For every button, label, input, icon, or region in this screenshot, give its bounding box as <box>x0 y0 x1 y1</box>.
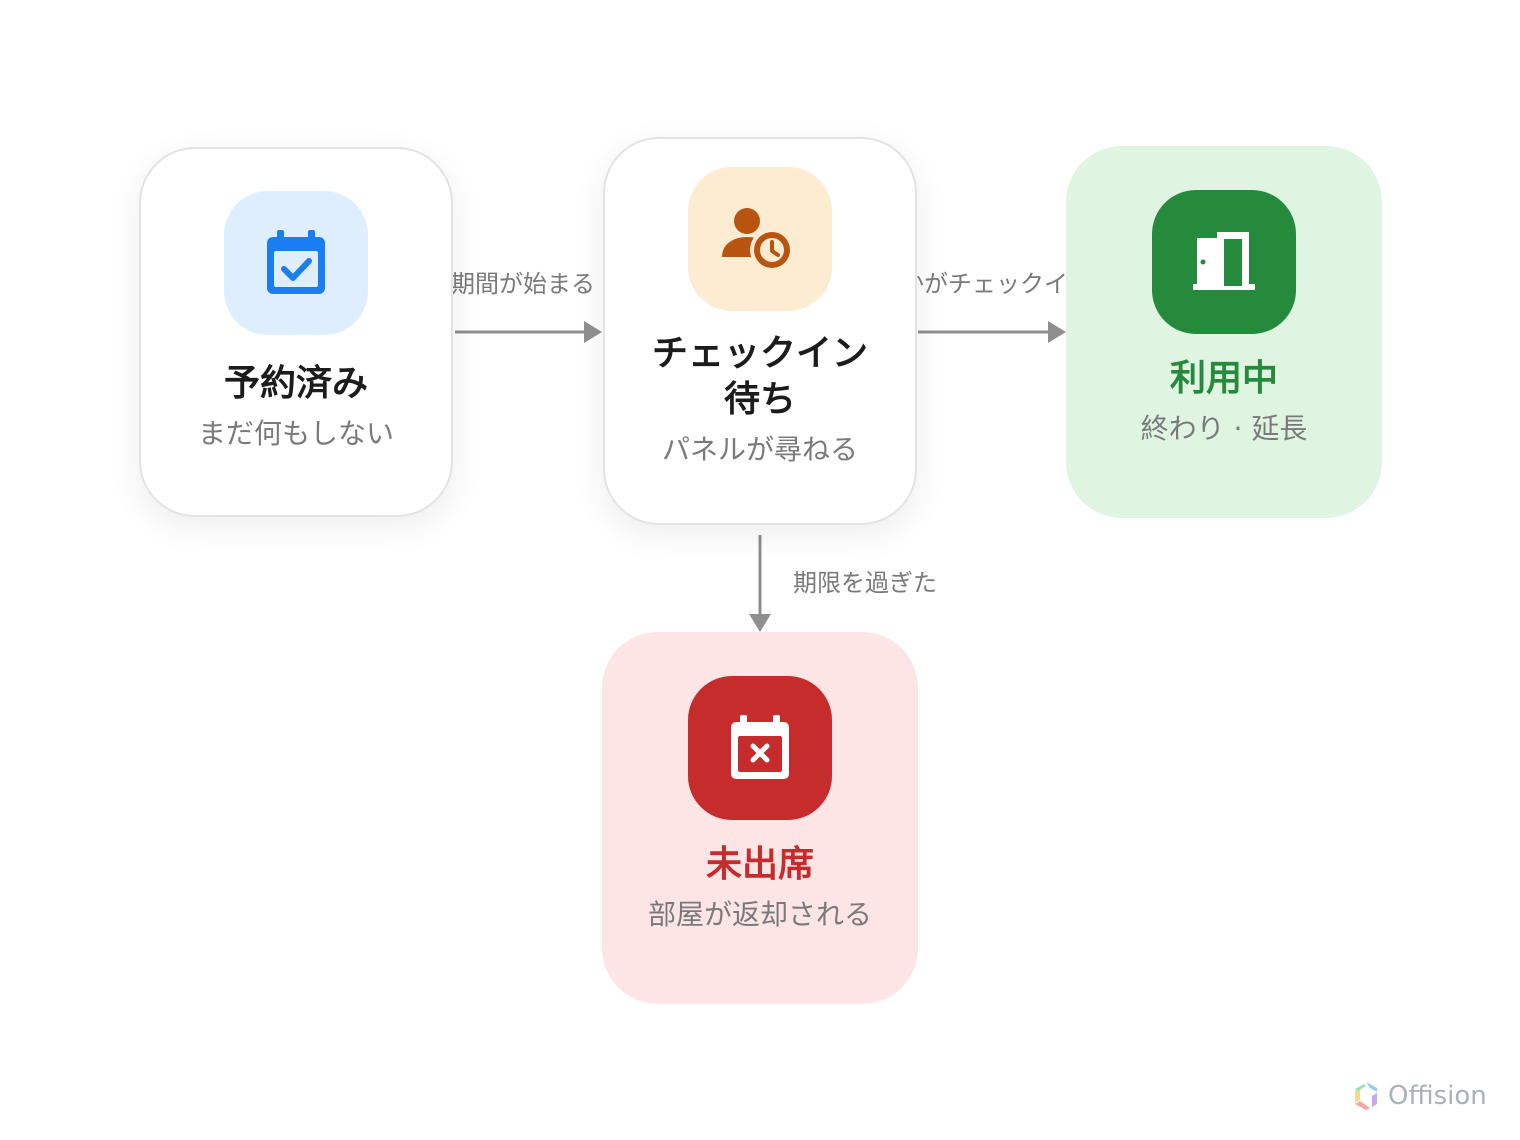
icon-tile <box>1152 190 1296 334</box>
state-card-no-show: 未出席 部屋が返却される <box>602 632 918 1004</box>
door-icon <box>1193 232 1255 290</box>
state-title: チェックイン 待ち <box>652 331 868 423</box>
state-title-line2: 待ち <box>723 379 796 420</box>
brand-logo: Offision <box>1352 1080 1487 1112</box>
state-title: 未出席 <box>705 844 814 885</box>
arrowhead-waiting-to-no-show <box>749 614 771 632</box>
state-title: 予約済み <box>223 363 368 404</box>
state-card-reserved: 予約済み まだ何もしない <box>139 147 453 517</box>
arrowhead-reserved-to-waiting <box>584 321 602 343</box>
state-title: 利用中 <box>1169 358 1278 399</box>
state-subtitle: 部屋が返却される <box>647 898 872 931</box>
offision-logo-icon <box>1355 1082 1377 1110</box>
brand-name: Offision <box>1388 1081 1487 1111</box>
person-clock-icon <box>722 208 794 272</box>
state-card-waiting-checkin: チェックイン 待ち パネルが尋ねる <box>603 137 917 525</box>
icon-tile <box>688 676 832 820</box>
calendar-x-icon <box>731 715 789 779</box>
state-title-line1: チェックイン <box>651 333 868 374</box>
state-card-in-use: 利用中 終わり · 延長 <box>1066 146 1382 518</box>
arrowhead-waiting-to-in-use <box>1048 321 1066 343</box>
state-subtitle: パネルが尋ねる <box>661 433 858 466</box>
icon-tile <box>688 167 832 311</box>
state-subtitle: 終わり · 延長 <box>1140 412 1308 445</box>
state-subtitle: まだ何もしない <box>197 417 394 450</box>
calendar-check-icon <box>267 230 325 294</box>
icon-tile <box>224 191 368 335</box>
edge-label-deadline-passed: 期限を過ぎた <box>793 569 937 597</box>
edge-label-period-starts: 期間が始まる <box>451 270 595 298</box>
